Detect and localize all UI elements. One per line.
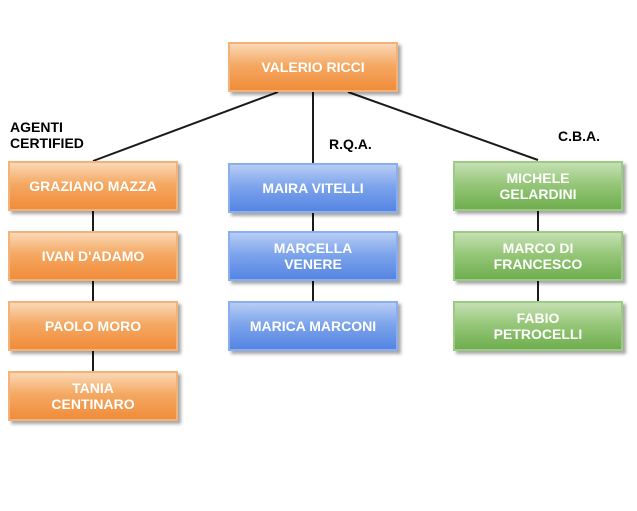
right-member-label: MARCO DI FRANCESCO bbox=[493, 240, 583, 272]
group-label-right: C.B.A. bbox=[558, 128, 600, 144]
left-member-label: TANIA CENTINARO bbox=[51, 380, 135, 412]
left-member-node: IVAN D'ADAMO bbox=[8, 231, 178, 281]
right-member-node: MARCO DI FRANCESCO bbox=[453, 231, 623, 281]
middle-member-node: MARICA MARCONI bbox=[228, 301, 398, 351]
left-member-node: GRAZIANO MAZZA bbox=[8, 161, 178, 211]
right-member-label: FABIO PETROCELLI bbox=[493, 310, 583, 342]
right-member-node: MICHELE GELARDINI bbox=[453, 161, 623, 211]
group-label-middle: R.Q.A. bbox=[329, 136, 372, 152]
root-node-label: VALERIO RICCI bbox=[261, 59, 365, 75]
root-node: VALERIO RICCI bbox=[228, 42, 398, 92]
middle-member-label: MARCELLA VENERE bbox=[273, 240, 353, 272]
middle-member-node: MARCELLA VENERE bbox=[228, 231, 398, 281]
connector-root-left bbox=[92, 91, 279, 162]
right-member-label: MICHELE GELARDINI bbox=[499, 170, 577, 202]
middle-member-node: MAIRA VITELLI bbox=[228, 163, 398, 213]
middle-member-label: MARICA MARCONI bbox=[249, 318, 377, 334]
left-member-label: PAOLO MORO bbox=[44, 318, 142, 334]
left-member-node: TANIA CENTINARO bbox=[8, 371, 178, 421]
connector-root-right bbox=[347, 91, 539, 161]
left-member-label: GRAZIANO MAZZA bbox=[29, 178, 157, 194]
left-member-node: PAOLO MORO bbox=[8, 301, 178, 351]
left-member-label: IVAN D'ADAMO bbox=[41, 248, 145, 264]
middle-member-label: MAIRA VITELLI bbox=[262, 180, 364, 196]
right-member-node: FABIO PETROCELLI bbox=[453, 301, 623, 351]
group-label-left: AGENTI CERTIFIED bbox=[10, 119, 84, 151]
